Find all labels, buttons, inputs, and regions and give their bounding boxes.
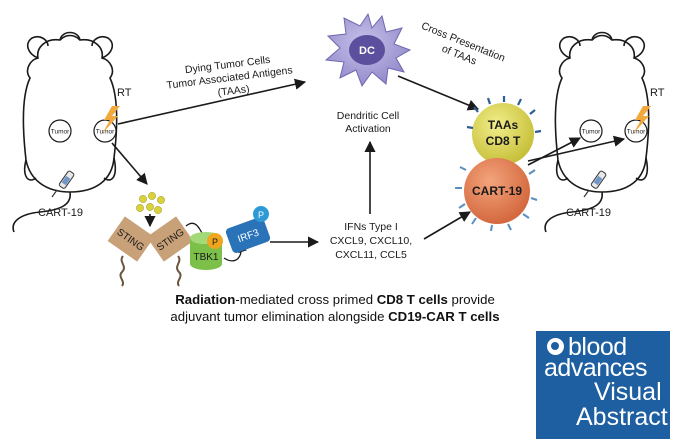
tumor-label-right-2: Tumor [627,129,646,136]
logo-line-3: Visual [594,378,662,406]
tumor-label-right-1: Tumor [582,129,601,136]
tumor-label-left-2: Tumor [96,129,115,136]
tumor-node-left-1 [48,119,72,143]
taas-label: TAAs [488,118,519,132]
tumor-node-right-1 [579,119,603,143]
arrow-tumor-to-sting [111,142,148,185]
syringe-right [583,170,607,198]
rt-label-right: RT [650,87,665,99]
rt-label-left: RT [117,87,132,99]
arrow-tumor-to-dc [117,78,307,125]
cart-19-cell-label: CART-19 [472,184,522,198]
tbk1-phospho-label: P [212,237,218,247]
tumor-label-left-1: Tumor [51,129,70,136]
ifn-text-1: IFNs Type I [344,221,398,233]
arrow-ifn-to-cart [423,211,471,240]
blood-advances-logo: blood advances Visual Abstract [536,331,670,439]
summary-caption: Radiation-mediated cross primed CD8 T ce… [120,291,550,325]
arrow-tcell-to-tumor-near [527,137,581,166]
caption-bold-cd8: CD8 T cells [376,292,448,307]
irf3-phospho-label: P [258,210,264,220]
syringe-left [51,170,75,198]
dc-activation-text-2: Activation [345,123,391,135]
mouse-left [12,31,118,233]
tbk1-label: TBK1 [193,252,218,263]
cd8-t-cell: TAAs CD8 T [466,96,542,165]
flow-arrows [111,75,626,248]
arrow-dc-to-tcell [397,75,480,111]
logo-line-4: Abstract [576,403,668,431]
irf3-protein: IRF3 P [225,206,271,253]
caption-bold-radiation: Radiation [175,292,236,307]
cart-label-right: CART-19 [566,207,611,219]
ifn-text-3: CXCL11, CCL5 [335,249,407,261]
dendritic-cell: DC [324,12,412,88]
dc-activation-text-1: Dendritic Cell [337,110,399,122]
caption-text-1: -mediated cross primed [235,292,377,307]
radiation-bolt-left-icon [102,106,120,134]
mouse-right [544,31,650,233]
logo-line-1: blood [568,333,627,361]
cart-19-cell: CART-19 [455,158,538,232]
sting-dimer: STING STING [107,216,194,287]
ifn-text-2: CXCL9, CXCL10, [330,235,412,247]
caption-text-2: provide [447,292,495,307]
caption-line-1: Radiation-mediated cross primed CD8 T ce… [120,291,550,308]
cart-label-left: CART-19 [38,207,83,219]
logo-line-2: advances [544,354,648,382]
caption-bold-cd19: CD19-CAR T cells [388,309,500,324]
blood-drop-icon [547,338,564,355]
radiation-bolt-right-icon [633,106,651,134]
dying-tumor-text-3: (TAAs) [217,83,250,99]
dc-label: DC [359,45,375,57]
tbk1-protein: TBK1 P [190,232,223,270]
cd8-label: CD8 T [486,134,521,148]
caption-text-3: adjuvant tumor elimination alongside [170,309,389,324]
caption-line-2: adjuvant tumor elimination alongside CD1… [120,308,550,325]
